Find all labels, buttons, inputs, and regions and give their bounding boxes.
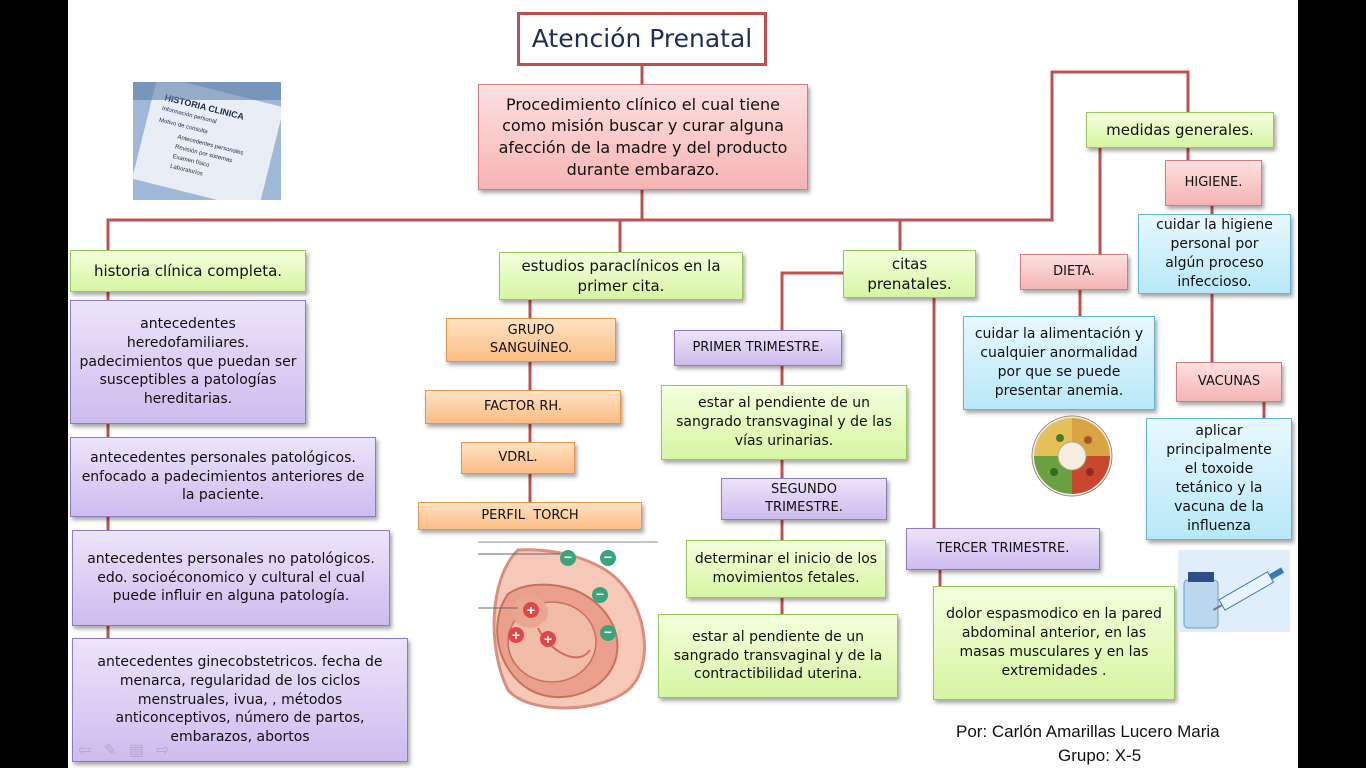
segundo-trimestre-note-1-text: determinar el inicio de los movimientos …	[694, 551, 878, 586]
definition-text: Procedimiento clínico el cual tiene como…	[498, 94, 788, 179]
historia-heading-text: historia clínica completa.	[93, 261, 283, 280]
tercer-trimestre-note-text: dolor espasmodico en la pared abdominal …	[946, 606, 1162, 679]
svg-text:+: +	[544, 631, 552, 647]
dieta-label: DIETA.	[1020, 254, 1128, 290]
estudio-perfil-torch: PERFIL TORCH	[418, 502, 642, 530]
svg-text:+: +	[512, 627, 520, 643]
dieta-note-text: cuidar la alimentación y cualquier anorm…	[974, 326, 1144, 399]
pen-icon[interactable]: ✎	[103, 742, 117, 759]
medidas-heading: medidas generales.	[1086, 112, 1274, 148]
estudio-vdrl-text: VDRL.	[498, 450, 538, 466]
primer-trimestre-note-text: estar al pendiente de un sangrado transv…	[676, 395, 892, 449]
primer-trimestre-note: estar al pendiente de un sangrado transv…	[661, 385, 907, 460]
pregnancy-illustration: − − − − + + +	[478, 541, 658, 710]
estudio-vdrl: VDRL.	[461, 442, 575, 474]
food-plate-image	[1031, 415, 1113, 497]
higiene-note: cuidar la higiene personal por algún pro…	[1138, 214, 1291, 294]
estudios-heading-text: estudios paraclínicos en la primer cita.	[521, 256, 721, 295]
citas-heading: citas prenatales.	[843, 250, 976, 298]
svg-text:−: −	[604, 624, 612, 640]
segundo-trimestre-note-2-text: estar al pendiente de un sangrado transv…	[673, 628, 883, 683]
clinical-form-image: HISTORIA CLINICA Información personal Mo…	[133, 82, 281, 200]
citas-heading-text: citas prenatales.	[867, 254, 952, 293]
page-title: Atención Prenatal	[517, 12, 767, 66]
page-title-text: Atención Prenatal	[531, 24, 753, 54]
segundo-trimestre-note-2: estar al pendiente de un sangrado transv…	[658, 614, 898, 698]
estudio-grupo-sanguineo: GRUPO SANGUÍNEO.	[446, 318, 616, 362]
svg-text:−: −	[604, 549, 612, 565]
historia-item-2: antecedentes personales patológicos. enf…	[70, 437, 376, 517]
segundo-trimestre-note-1: determinar el inicio de los movimientos …	[686, 540, 886, 598]
estudio-factor-rh: FACTOR RH.	[425, 390, 621, 424]
presentation-controls: ⇦ ✎ ▤ ⇨	[78, 740, 169, 760]
vacunas-label: VACUNAS	[1176, 362, 1282, 402]
historia-item-4: antecedentes ginecobstetricos. fecha de …	[72, 638, 408, 762]
estudio-factor-rh-text: FACTOR RH.	[483, 399, 563, 415]
primer-trimestre: PRIMER TRIMESTRE.	[674, 330, 842, 366]
medidas-heading-text: medidas generales.	[1106, 120, 1254, 139]
group-label: Grupo: X-5	[1058, 746, 1142, 765]
vaccine-syringe-image	[1178, 550, 1290, 632]
historia-heading: historia clínica completa.	[70, 250, 306, 292]
author-credit: Por: Carlón Amarillas Lucero Maria	[956, 722, 1220, 741]
tercer-trimestre-text: TERCER TRIMESTRE.	[936, 541, 1070, 557]
segundo-trimestre: SEGUNDO TRIMESTRE.	[721, 478, 887, 520]
primer-trimestre-text: PRIMER TRIMESTRE.	[692, 340, 824, 356]
vacunas-note: aplicar principalmente el toxoide tetáni…	[1146, 418, 1292, 540]
higiene-note-text: cuidar la higiene personal por algún pro…	[1156, 217, 1273, 290]
svg-text:−: −	[564, 549, 572, 565]
dieta-note: cuidar la alimentación y cualquier anorm…	[963, 316, 1155, 410]
historia-item-3-text: antecedentes personales no patológicos. …	[87, 550, 375, 605]
tercer-trimestre: TERCER TRIMESTRE.	[906, 528, 1100, 570]
historia-item-3: antecedentes personales no patológicos. …	[72, 530, 390, 626]
higiene-label: HIGIENE.	[1165, 160, 1262, 206]
estudios-heading: estudios paraclínicos en la primer cita.	[499, 252, 743, 300]
svg-text:+: +	[527, 602, 535, 618]
historia-item-1-text: antecedentes heredofamiliares. padecimie…	[79, 315, 297, 408]
higiene-label-text: HIGIENE.	[1184, 175, 1243, 191]
dieta-label-text: DIETA.	[1053, 264, 1095, 280]
historia-item-4-text: antecedentes ginecobstetricos. fecha de …	[97, 653, 383, 746]
estudio-grupo-sanguineo-text: GRUPO SANGUÍNEO.	[489, 323, 573, 356]
menu-icon[interactable]: ▤	[128, 742, 144, 759]
vacunas-label-text: VACUNAS	[1197, 374, 1261, 390]
nav-back-icon[interactable]: ⇦	[78, 742, 92, 759]
estudio-perfil-torch-text: PERFIL TORCH	[481, 508, 579, 524]
historia-item-1: antecedentes heredofamiliares. padecimie…	[70, 300, 306, 424]
svg-text:−: −	[596, 586, 604, 602]
tercer-trimestre-note: dolor espasmodico en la pared abdominal …	[933, 586, 1175, 700]
definition-box: Procedimiento clínico el cual tiene como…	[478, 84, 808, 190]
vacunas-note-text: aplicar principalmente el toxoide tetáni…	[1166, 423, 1272, 534]
nav-forward-icon[interactable]: ⇨	[155, 742, 170, 759]
historia-item-2-text: antecedentes personales patológicos. enf…	[81, 449, 365, 504]
segundo-trimestre-text: SEGUNDO TRIMESTRE.	[765, 482, 843, 515]
